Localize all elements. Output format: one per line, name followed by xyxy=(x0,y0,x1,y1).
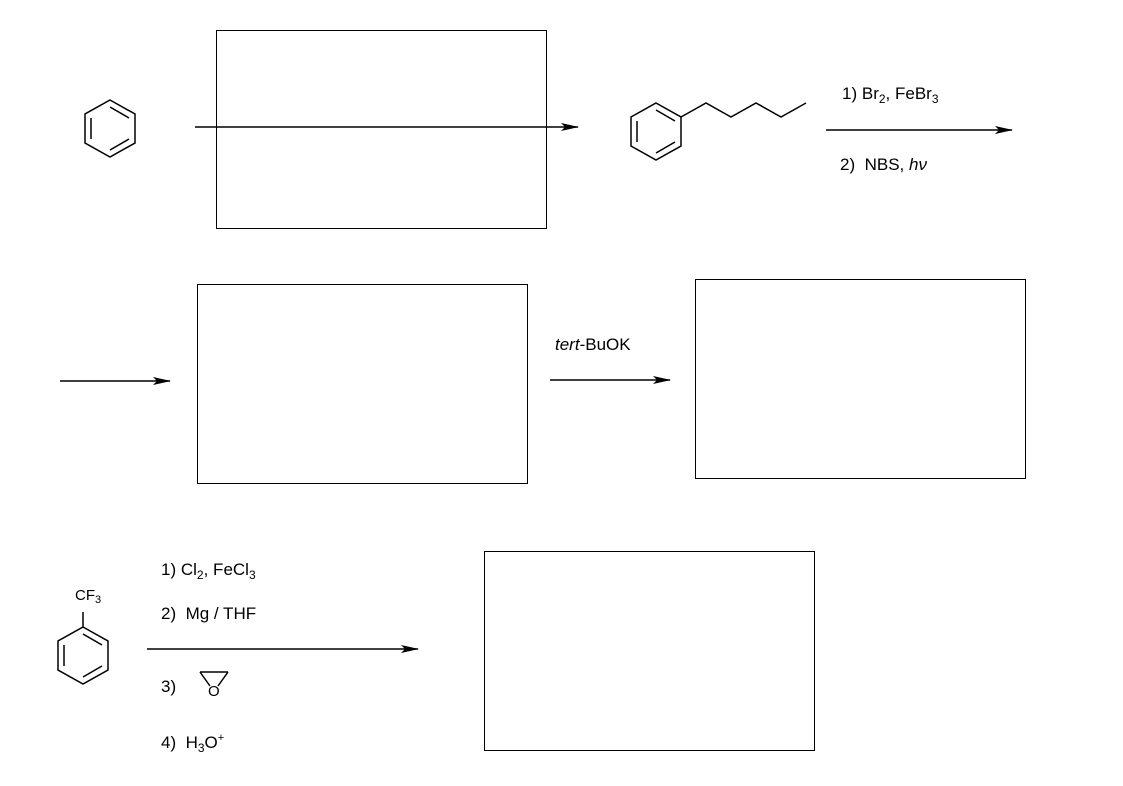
reagent-step-1-br2: 1) Br2, FeBr3 xyxy=(842,84,939,106)
answer-box-4[interactable] xyxy=(484,551,815,751)
reagent-step-2-nbs: 2) NBS, hν xyxy=(840,155,927,174)
answer-box-2[interactable] xyxy=(197,284,528,484)
epoxide-oxygen-label: O xyxy=(208,683,220,700)
cf3-group-label: CF3 xyxy=(75,587,102,606)
benzene-molecule xyxy=(84,99,136,158)
reagent-step-1-cl2: 1) Cl2, FeCl3 xyxy=(161,560,256,582)
trifluoromethylbenzene-molecule xyxy=(57,612,109,685)
pentylbenzene-molecule xyxy=(630,102,807,161)
reagent-tert-buok: tert-BuOK xyxy=(555,335,631,354)
epoxide-icon xyxy=(199,671,229,687)
reagent-step-2-mg-thf: 2) Mg / THF xyxy=(161,604,257,623)
answer-box-3[interactable] xyxy=(695,279,1026,479)
answer-box-1[interactable] xyxy=(216,30,547,229)
reagent-step-4-h3o: 4) H3O+ xyxy=(161,732,225,755)
reagent-step-3-label: 3) xyxy=(161,677,177,696)
